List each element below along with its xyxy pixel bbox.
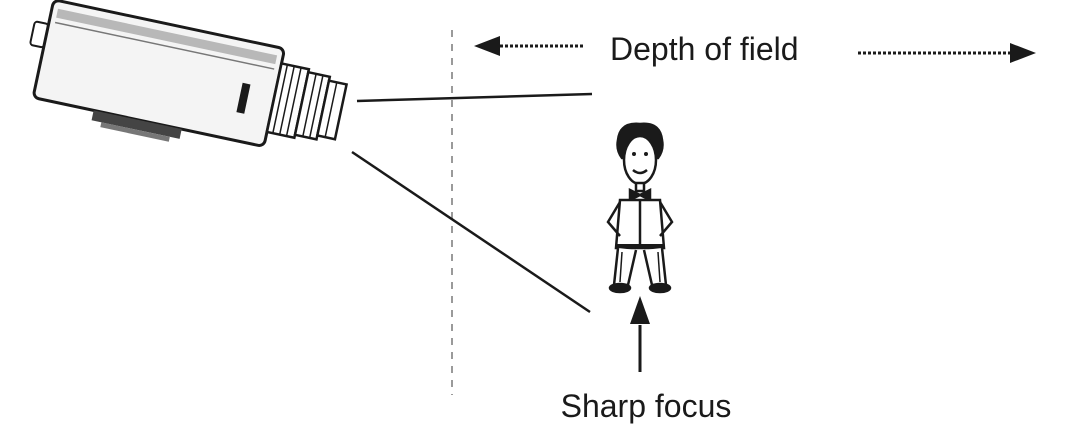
person-icon xyxy=(606,122,674,294)
depth-left-arrow xyxy=(474,36,583,56)
focus-up-arrow xyxy=(630,296,650,372)
lower-sight-line xyxy=(351,150,591,314)
sharp-focus-label: Sharp focus xyxy=(561,388,732,424)
depth-right-arrow xyxy=(858,43,1036,63)
depth-of-field-label: Depth of field xyxy=(610,31,799,67)
camera-icon xyxy=(29,0,349,147)
upper-sight-line xyxy=(356,92,593,103)
